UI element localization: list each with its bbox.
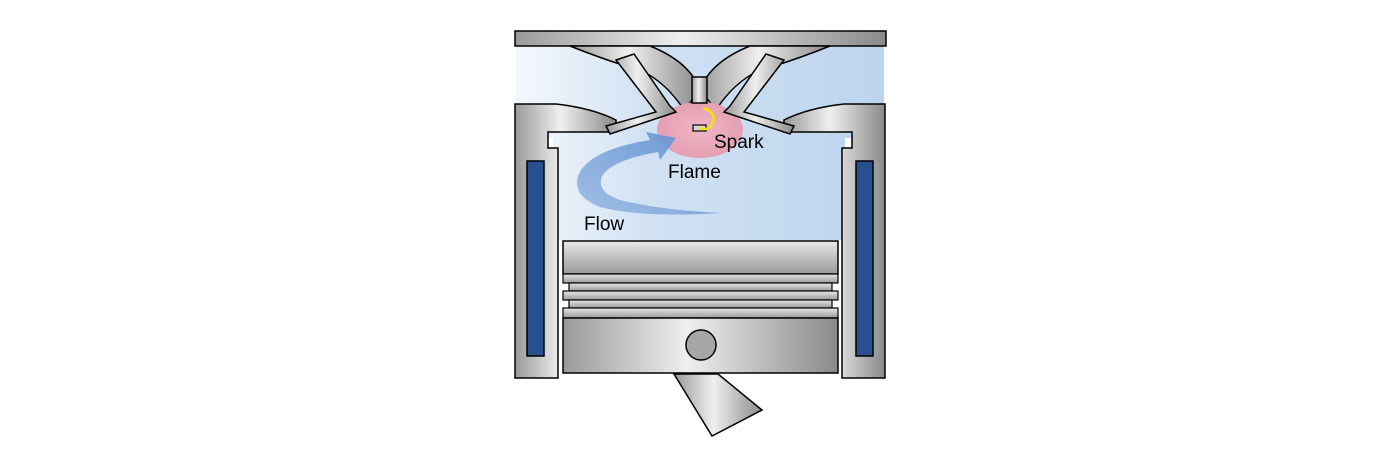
flame-label: Flame xyxy=(668,162,721,183)
intake-port xyxy=(569,45,701,112)
piston-ring-1 xyxy=(562,273,839,284)
spark-label: Spark xyxy=(714,132,764,153)
piston-ring-5 xyxy=(562,307,839,319)
exhaust-valve xyxy=(722,53,796,135)
cylinder-head-plate xyxy=(514,30,887,47)
coolant-jacket-left xyxy=(526,160,545,357)
piston-ring-4 xyxy=(568,299,833,309)
connecting-rod xyxy=(672,373,764,437)
spark-icon xyxy=(698,106,716,131)
exhaust-port xyxy=(699,45,831,112)
wrist-pin xyxy=(685,329,717,361)
flow-arrow xyxy=(576,132,722,215)
piston-crown xyxy=(562,240,839,275)
piston-ring-2 xyxy=(568,282,833,292)
coolant-jacket-right xyxy=(855,160,874,357)
piston-ring-3 xyxy=(562,290,839,301)
intake-valve xyxy=(604,53,678,135)
flow-label: Flow xyxy=(584,214,624,235)
spark-plug xyxy=(691,76,708,104)
